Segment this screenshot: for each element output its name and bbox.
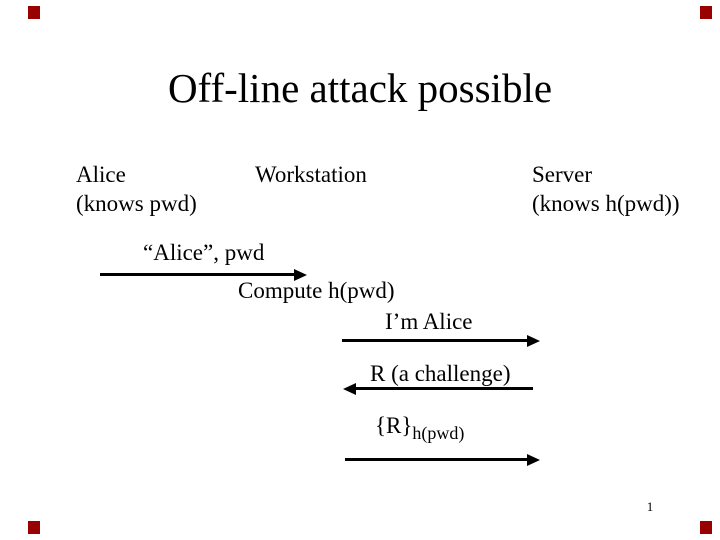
page-number: 1	[646, 499, 654, 514]
encrypted-r-subscript: h(pwd)	[412, 423, 465, 443]
actor-workstation-name: Workstation	[255, 162, 367, 187]
slide-title: Off-line attack possible	[167, 65, 553, 111]
message-label-im-alice: I’m Alice	[385, 309, 473, 334]
actor-server-name: Server	[532, 162, 593, 187]
actor-alice: Alice (knows pwd)	[76, 160, 197, 218]
message-label-encrypted-r: {R}h(pwd)	[375, 414, 464, 445]
actor-server: Server (knows h(pwd))	[532, 160, 680, 218]
message-label-alice-pwd: “Alice”, pwd	[143, 240, 265, 265]
corner-mark-bottom-right	[700, 521, 712, 534]
arrow-right-workstation-to-server	[342, 335, 540, 347]
corner-mark-bottom-left	[28, 521, 40, 534]
encrypted-r-main: {R}	[375, 413, 413, 438]
corner-mark-top-right	[700, 6, 712, 19]
arrow-right-alice-to-workstation	[100, 269, 307, 281]
message-label-r-challenge: R (a challenge)	[370, 361, 511, 386]
actor-server-note: (knows h(pwd))	[532, 191, 680, 216]
arrow-right-workstation-to-server-2	[345, 454, 540, 466]
actor-workstation: Workstation	[255, 160, 367, 189]
actor-alice-note: (knows pwd)	[76, 191, 197, 216]
corner-mark-top-left	[28, 6, 40, 19]
arrow-left-server-to-workstation	[343, 383, 533, 395]
actor-alice-name: Alice	[76, 162, 126, 187]
action-label-compute-hpwd: Compute h(pwd)	[238, 278, 395, 303]
